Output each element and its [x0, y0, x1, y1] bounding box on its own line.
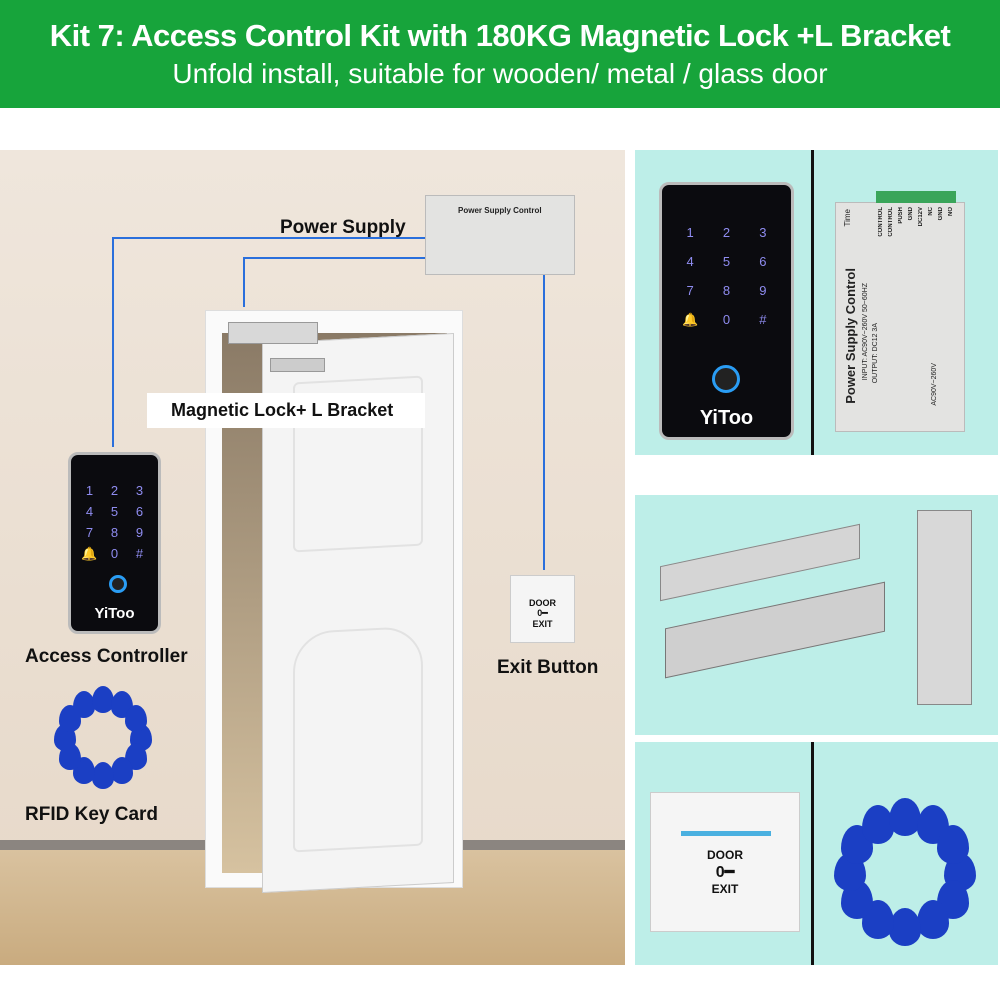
- terminal-label: GND: [908, 207, 914, 221]
- wire: [112, 237, 427, 239]
- power-supply-box-small: Power Supply Control: [425, 195, 575, 275]
- rfid-tag: [124, 705, 147, 732]
- magnetic-lock: [228, 322, 318, 344]
- rfid-tag: [889, 797, 921, 837]
- armature-plate: [270, 358, 325, 372]
- terminal-label: DC12V: [918, 207, 924, 227]
- kit-subtitle: Unfold install, suitable for wooden/ met…: [172, 58, 828, 89]
- wire: [243, 257, 428, 259]
- rfid-tag: [889, 907, 921, 947]
- rfid-tag: [92, 686, 114, 713]
- kit-title: Kit 7: Access Control Kit with 180KG Mag…: [49, 18, 951, 53]
- psu-input: INPUT: AC90V~260V 50~60HZ: [862, 283, 869, 381]
- wire: [112, 237, 114, 447]
- terminal-label: PUSH: [898, 207, 904, 224]
- terminal-block: [876, 191, 956, 203]
- rfid-tag: [936, 825, 969, 864]
- rfid-tags-product: [825, 797, 985, 947]
- terminal-label: CONTROL: [888, 207, 894, 237]
- wire: [243, 257, 245, 307]
- product-panel-magnetic-lock: [635, 495, 998, 735]
- rfid-tag: [92, 762, 114, 789]
- power-supply-label: Power Supply: [280, 217, 406, 238]
- rfid-tag: [111, 757, 133, 784]
- rfid-tag: [73, 691, 95, 718]
- access-controller-label: Access Controller: [25, 646, 188, 667]
- l-bracket-product: [917, 510, 972, 705]
- header-banner: Kit 7: Access Control Kit with 180KG Mag…: [0, 0, 1000, 108]
- power-supply-product: Time CONTROL CONTROL PUSH GND DC12V NC G…: [835, 191, 965, 432]
- exit-button-label: Exit Button: [497, 657, 599, 678]
- terminal-label: NO: [948, 207, 954, 216]
- armature-plate-product: [660, 523, 860, 602]
- magnetic-lock-label: Magnetic Lock+ L Bracket: [147, 393, 425, 428]
- terminal-label: CONTROL: [878, 207, 884, 237]
- terminal-label: NC: [928, 207, 934, 216]
- rfid-tag: [916, 900, 949, 939]
- rfid-tags-small: [48, 685, 158, 790]
- rfid-tag: [861, 805, 894, 844]
- time-label: Time: [843, 209, 852, 227]
- wire: [543, 275, 545, 570]
- psu-output: OUTPUT: DC12 3A: [872, 323, 879, 384]
- rfid-label: RFID Key Card: [25, 804, 159, 825]
- psu-title: Power Supply Control: [843, 268, 858, 404]
- psu-rating: AC90V~260V: [931, 363, 938, 406]
- magnetic-lock-product: [665, 581, 885, 679]
- terminal-label: GND: [938, 207, 944, 221]
